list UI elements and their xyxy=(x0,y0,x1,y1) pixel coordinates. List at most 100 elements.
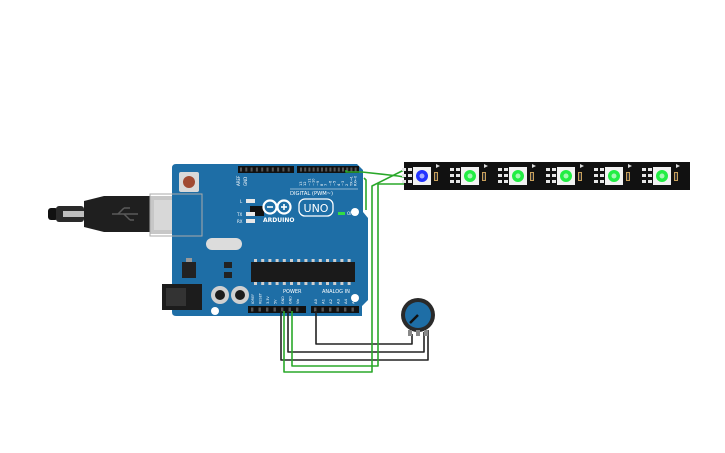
mount-hole xyxy=(351,294,359,302)
power-pin-label: IOREF xyxy=(251,294,255,304)
digital-pin[interactable] xyxy=(245,167,248,172)
digital-pin[interactable] xyxy=(337,167,340,172)
reset-button[interactable] xyxy=(179,172,199,192)
analog-pin-label: A1 xyxy=(321,298,326,304)
digital-pin-label: 4 xyxy=(337,183,341,186)
wire-gnd-to-strip[interactable] xyxy=(291,183,404,367)
digital-pin-row[interactable] xyxy=(240,167,357,172)
analog-pin[interactable] xyxy=(336,307,339,312)
dc-power-jack xyxy=(162,284,202,310)
mount-hole xyxy=(211,307,219,315)
digital-pin[interactable] xyxy=(346,167,349,172)
power-pin[interactable] xyxy=(266,307,269,312)
digital-label: DIGITAL (PWM~) xyxy=(290,191,333,197)
power-pin[interactable] xyxy=(281,307,284,312)
on-led: ON xyxy=(338,211,353,216)
digital-pin-label: ~9 xyxy=(316,180,320,186)
analog-pin[interactable] xyxy=(329,307,332,312)
wires[interactable] xyxy=(280,169,429,373)
digital-pin[interactable] xyxy=(300,167,302,172)
potentiometer[interactable] xyxy=(401,298,435,336)
led-tx-label: TX xyxy=(236,212,242,217)
digital-pin[interactable] xyxy=(240,167,242,172)
digital-header xyxy=(238,166,359,173)
analog-pin[interactable] xyxy=(351,307,354,312)
power-pin[interactable] xyxy=(288,307,291,312)
atmega-chip xyxy=(251,259,355,285)
digital-pin-label: ~11 xyxy=(307,178,311,186)
digital-pin[interactable] xyxy=(266,167,269,172)
analog-header xyxy=(311,306,359,313)
mount-hole xyxy=(351,208,359,216)
neopixel-strip[interactable] xyxy=(402,162,690,190)
smd-component xyxy=(224,272,232,278)
digital-pin[interactable] xyxy=(312,167,315,172)
power-pin-label: 3.3V xyxy=(266,296,270,304)
digital-pin-label: ~3 xyxy=(341,181,345,186)
brand-text: ARDUINO xyxy=(263,217,294,224)
digital-pin-label: 2 xyxy=(345,184,349,186)
neopixel-led[interactable] xyxy=(402,164,440,185)
analog-label: ANALOG IN xyxy=(322,289,350,295)
power-pin-label: Vin xyxy=(296,299,300,304)
analog-pin[interactable] xyxy=(344,307,347,312)
led-l-label: L xyxy=(240,199,243,204)
digital-pin[interactable] xyxy=(271,167,274,172)
neopixel-led[interactable] xyxy=(498,164,536,185)
digital-pin-label: TX→1 xyxy=(349,176,353,187)
digital-pin[interactable] xyxy=(308,167,311,172)
wire-5v-to-strip[interactable] xyxy=(283,169,405,373)
digital-pin[interactable] xyxy=(354,167,357,172)
aref-label: AREF xyxy=(236,175,241,186)
digital-pin-label: ~10 xyxy=(312,178,316,186)
power-label: POWER xyxy=(283,289,302,295)
digital-pin[interactable] xyxy=(316,167,319,172)
analog-pin-label: A0 xyxy=(313,298,318,304)
neopixel-led[interactable] xyxy=(546,164,584,185)
digital-pin[interactable] xyxy=(342,167,344,172)
wire-d6-to-strip[interactable] xyxy=(345,170,405,178)
voltage-regulator xyxy=(182,262,196,278)
analog-pin-label: A2 xyxy=(328,298,333,304)
analog-pin[interactable] xyxy=(314,307,317,312)
power-pin[interactable] xyxy=(258,307,261,312)
analog-pin-label: A3 xyxy=(336,298,341,304)
power-pin[interactable] xyxy=(296,307,299,312)
digital-pin[interactable] xyxy=(255,167,258,172)
gnd-label: GND xyxy=(243,177,248,186)
wire-5v-to-pot[interactable] xyxy=(280,311,429,361)
digital-pin[interactable] xyxy=(321,167,323,172)
neopixel-led[interactable] xyxy=(450,164,488,185)
wire-green-loop[interactable] xyxy=(363,177,367,210)
power-pin[interactable] xyxy=(251,307,254,312)
power-pin-label: GND xyxy=(289,296,293,304)
power-pin-label: GND xyxy=(281,296,285,304)
analog-pin-row[interactable] xyxy=(314,307,354,312)
wire-gnd-to-pot[interactable] xyxy=(287,311,425,353)
digital-pin[interactable] xyxy=(250,167,253,172)
power-pin[interactable] xyxy=(273,307,276,312)
uno-badge: UNO xyxy=(298,198,334,217)
wire-a0-to-pot[interactable] xyxy=(315,311,413,345)
digital-pin[interactable] xyxy=(333,167,336,172)
digital-pin[interactable] xyxy=(277,167,280,172)
analog-pin[interactable] xyxy=(321,307,324,312)
digital-pin[interactable] xyxy=(350,167,353,172)
neopixel-led[interactable] xyxy=(642,164,680,185)
crystal xyxy=(206,238,242,250)
digital-pin-label: ~6 xyxy=(328,180,332,186)
neopixel-led[interactable] xyxy=(594,164,632,185)
digital-pin[interactable] xyxy=(282,167,285,172)
indicator-leds: L TX RX xyxy=(236,199,255,224)
power-pin-row[interactable] xyxy=(251,307,299,312)
digital-pin[interactable] xyxy=(261,167,264,172)
digital-pin[interactable] xyxy=(304,167,307,172)
digital-pin[interactable] xyxy=(325,167,328,172)
digital-pin[interactable] xyxy=(287,167,290,172)
digital-pin[interactable] xyxy=(329,167,332,172)
digital-pin-label: ~5 xyxy=(333,181,337,186)
